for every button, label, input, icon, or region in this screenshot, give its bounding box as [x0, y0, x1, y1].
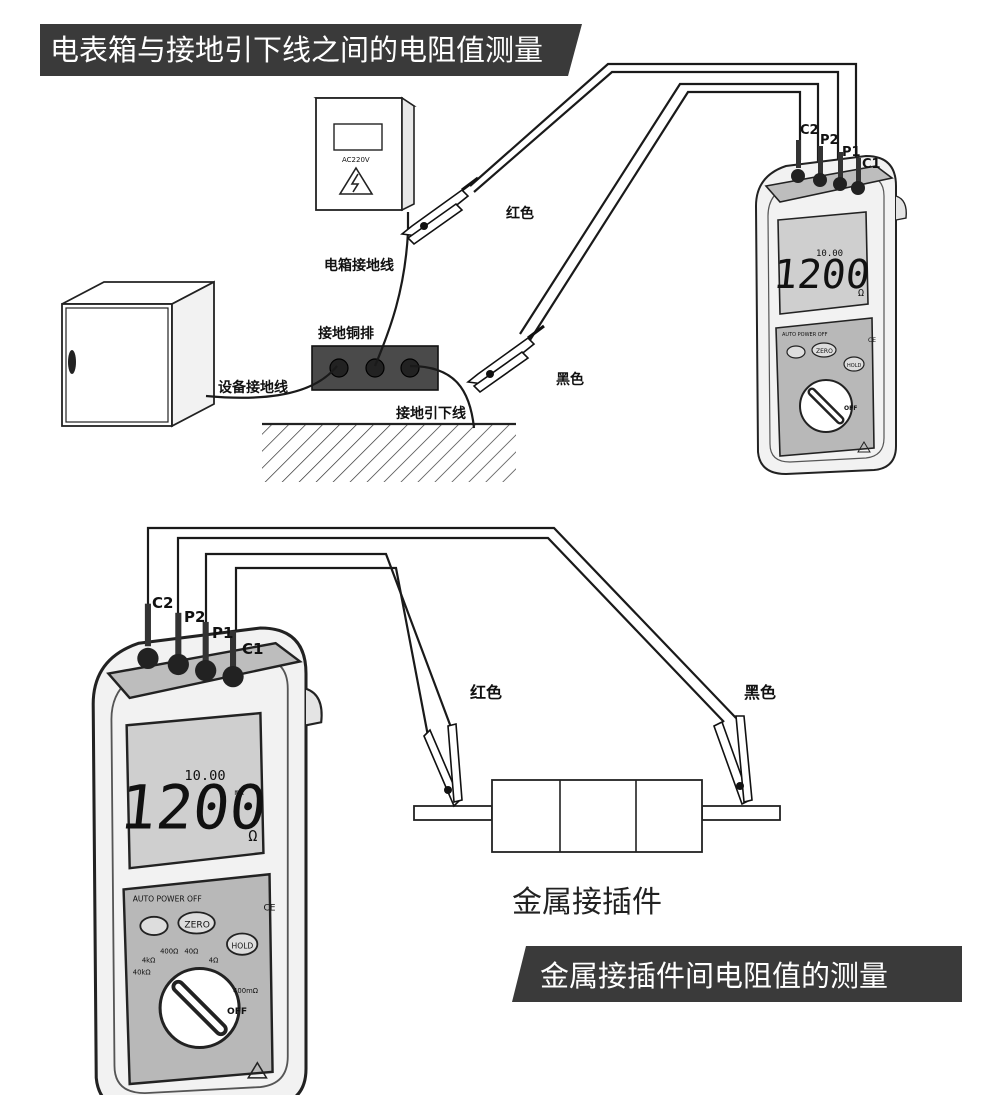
top-meter-zero: ZERO	[816, 348, 833, 355]
bottom-meter-unit: Ω	[248, 827, 257, 845]
bottom-red-clip	[423, 722, 463, 808]
bottom-meter: 1200 10.00 mA Ω AUTO POWER OFF ZERO HOLD…	[93, 603, 321, 1095]
electric-meter-box: AC220V	[313, 96, 417, 212]
bottom-meter-range-400m: 400mΩ	[233, 987, 258, 995]
bottom-meter-range-4: 4Ω	[209, 956, 219, 964]
label-bottom-red: 红色	[470, 683, 502, 702]
top-meter: 1200 10.00 Ω AUTO POWER OFF ZERO HOLD CE…	[756, 140, 906, 474]
bottom-terminal-p2: P2	[184, 608, 205, 626]
top-meter-auto-off: AUTO POWER OFF	[782, 332, 828, 338]
box-ground-wire	[373, 212, 410, 367]
voltage-label: AC220V	[342, 156, 370, 164]
label-bottom-black: 黑色	[744, 683, 776, 702]
top-meter-hold: HOLD	[847, 363, 861, 369]
metal-connector	[413, 779, 781, 853]
down-conductor-wire	[409, 364, 476, 429]
top-black-clip	[466, 324, 546, 394]
bottom-meter-range-4k: 4kΩ	[142, 956, 156, 964]
bottom-meter-off: OFF	[227, 1007, 247, 1017]
top-terminal-c2: C2	[800, 123, 819, 138]
meter-window	[333, 123, 383, 151]
label-top-black: 黑色	[556, 371, 584, 388]
ground-hatch	[262, 422, 516, 482]
bottom-terminal-p1: P1	[212, 624, 233, 642]
top-meter-off: OFF	[844, 405, 857, 412]
copper-ground-bar	[311, 345, 439, 391]
bottom-terminal-c2: C2	[152, 594, 173, 612]
top-terminal-p2: P2	[820, 133, 839, 148]
bottom-meter-ce: CE	[263, 904, 275, 914]
top-terminal-p1: P1	[842, 145, 861, 160]
top-meter-reading: 1200	[771, 252, 872, 298]
bottom-meter-range-40k: 40kΩ	[133, 969, 151, 977]
top-meter-sub-reading: 10.00	[816, 249, 843, 259]
bottom-meter-auto-off: AUTO POWER OFF	[133, 895, 202, 904]
bottom-test-leads	[146, 526, 737, 737]
bottom-black-clip	[713, 715, 753, 806]
top-test-leads	[469, 62, 858, 341]
top-terminal-c1: C1	[862, 157, 881, 172]
equipment-ground-wire	[205, 365, 338, 399]
high-voltage-icon	[338, 166, 374, 195]
label-copper-bar: 接地铜排	[318, 325, 374, 342]
equipment-cabinet	[61, 280, 215, 428]
top-title-banner: 电表箱与接地引下线之间的电阻值测量	[40, 24, 582, 76]
bottom-meter-range-40: 40Ω	[184, 947, 198, 955]
bottom-meter-reading: 1200	[116, 773, 270, 844]
bottom-meter-sub-unit: mA	[235, 788, 245, 797]
bottom-title: 金属接插件间电阻值的测量	[540, 959, 888, 993]
cabinet-handle	[68, 350, 76, 374]
label-box-ground-wire: 电箱接地线	[324, 257, 394, 274]
bottom-meter-zero: ZERO	[184, 920, 209, 930]
top-meter-unit: Ω	[858, 288, 864, 299]
bottom-terminal-c1: C1	[242, 640, 263, 658]
label-connector: 金属接插件	[512, 885, 662, 920]
bottom-title-banner: 金属接插件间电阻值的测量	[512, 946, 962, 1002]
bottom-meter-sub-reading: 10.00	[184, 768, 225, 784]
label-equipment-ground-wire: 设备接地线	[218, 379, 288, 396]
top-meter-ce: CE	[868, 337, 876, 344]
bottom-meter-range-400: 400Ω	[160, 947, 178, 955]
bottom-meter-hold: HOLD	[232, 942, 254, 951]
top-title: 电表箱与接地引下线之间的电阻值测量	[50, 33, 543, 67]
label-top-red: 红色	[506, 205, 534, 222]
label-down-conductor: 接地引下线	[396, 405, 466, 422]
